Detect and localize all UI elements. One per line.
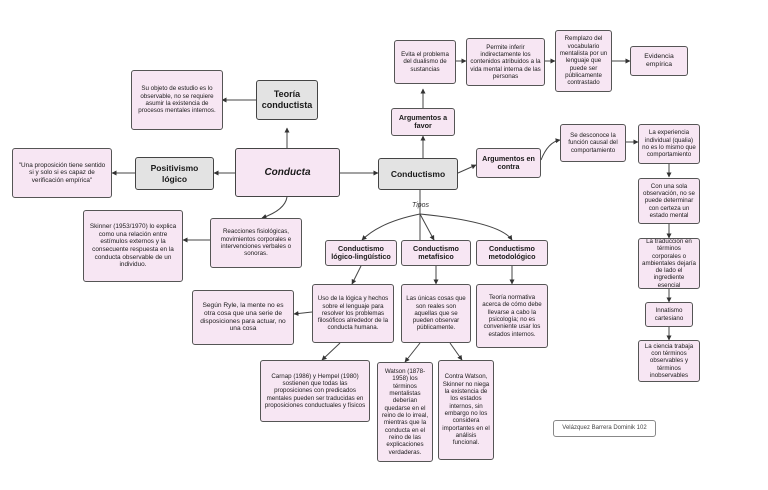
node-traduccion: La traducción en términos corporales o a… xyxy=(638,238,700,289)
node-reemplazo: Remplazo del vocabulario mentalista por … xyxy=(555,30,612,92)
node-conducta: Conducta xyxy=(235,148,340,197)
edge-logicodesc-ryle xyxy=(293,311,313,316)
node-ryle: Según Ryle, la mente no es otra cosa que… xyxy=(192,290,294,345)
node-reacciones: Reacciones fisiológicas, movimientos cor… xyxy=(210,218,302,268)
node-desconoce-funcion: Se desconoce la función causal del compo… xyxy=(560,124,626,162)
node-argumentos-favor: Argumentos a favor xyxy=(391,108,455,136)
node-innatismo: Innatismo cartesiano xyxy=(645,302,693,327)
edge-conducta-reacciones xyxy=(261,196,288,219)
node-dualismo: Evita el problema del dualismo de sustan… xyxy=(394,40,456,84)
edge-metafisicodesc-watson xyxy=(404,342,421,363)
node-evidencia-empirica: Evidencia empírica xyxy=(630,46,688,76)
edge-logico-desc xyxy=(351,265,362,285)
node-argumentos-contra: Argumentos en contra xyxy=(476,148,541,178)
edge-logicodesc-carnap xyxy=(321,342,341,361)
author-signature: Velázquez Barrera Dominik 102 xyxy=(553,420,656,437)
node-metodologico-desc: Teoría normativa acerca de cómo debe lle… xyxy=(476,284,548,348)
node-teoria-conductista: Teoría conductista xyxy=(256,80,318,120)
edge-tipos-metafisico xyxy=(419,213,435,241)
node-proposicion-quote: "Una proposición tiene sentido si y solo… xyxy=(12,148,112,198)
node-tipo-logico: Conductismo lógico-lingüístico xyxy=(325,240,397,266)
node-experiencia-individual: La experiencia individual (qualia) no es… xyxy=(638,124,700,164)
node-watson: Watson (1878-1958) los términos mentalis… xyxy=(377,362,433,462)
node-tipo-metodologico: Conductismo metodológico xyxy=(476,240,548,266)
edge-tipos-metodologico xyxy=(419,213,513,241)
node-conductismo: Conductismo xyxy=(378,158,458,190)
edge-metafisicodesc-contrawatson xyxy=(449,342,463,361)
node-ciencia: La ciencia trabaja con términos observab… xyxy=(638,340,700,382)
edge-tipos-logico xyxy=(361,213,421,241)
node-positivismo-logico: Positivismo lógico xyxy=(135,157,214,190)
edge-label-tipos: Tipos xyxy=(412,202,430,209)
edge-contra-desconoce xyxy=(540,138,561,161)
node-objeto-estudio: Su objeto de estudio es lo observable, n… xyxy=(131,70,223,130)
node-observacion: Con una sola observación, no se puede de… xyxy=(638,178,700,224)
node-carnap-hempel: Carnap (1986) y Hempel (1980) sostienen … xyxy=(260,360,370,422)
node-tipo-metafisico: Conductismo metafísico xyxy=(401,240,471,266)
node-skinner: Skinner (1953/1970) lo explica como una … xyxy=(83,210,183,282)
node-contra-watson: Contra Watson, Skinner no niega la exist… xyxy=(438,360,494,460)
node-metafisico-desc: Las únicas cosas que son reales son aque… xyxy=(401,284,471,343)
edge-conductismo-contra xyxy=(457,164,477,174)
node-inferir: Permite inferir indirectamente los conte… xyxy=(466,38,545,86)
node-logico-desc: Uso de la lógica y hechos sobre el lengu… xyxy=(312,284,394,343)
